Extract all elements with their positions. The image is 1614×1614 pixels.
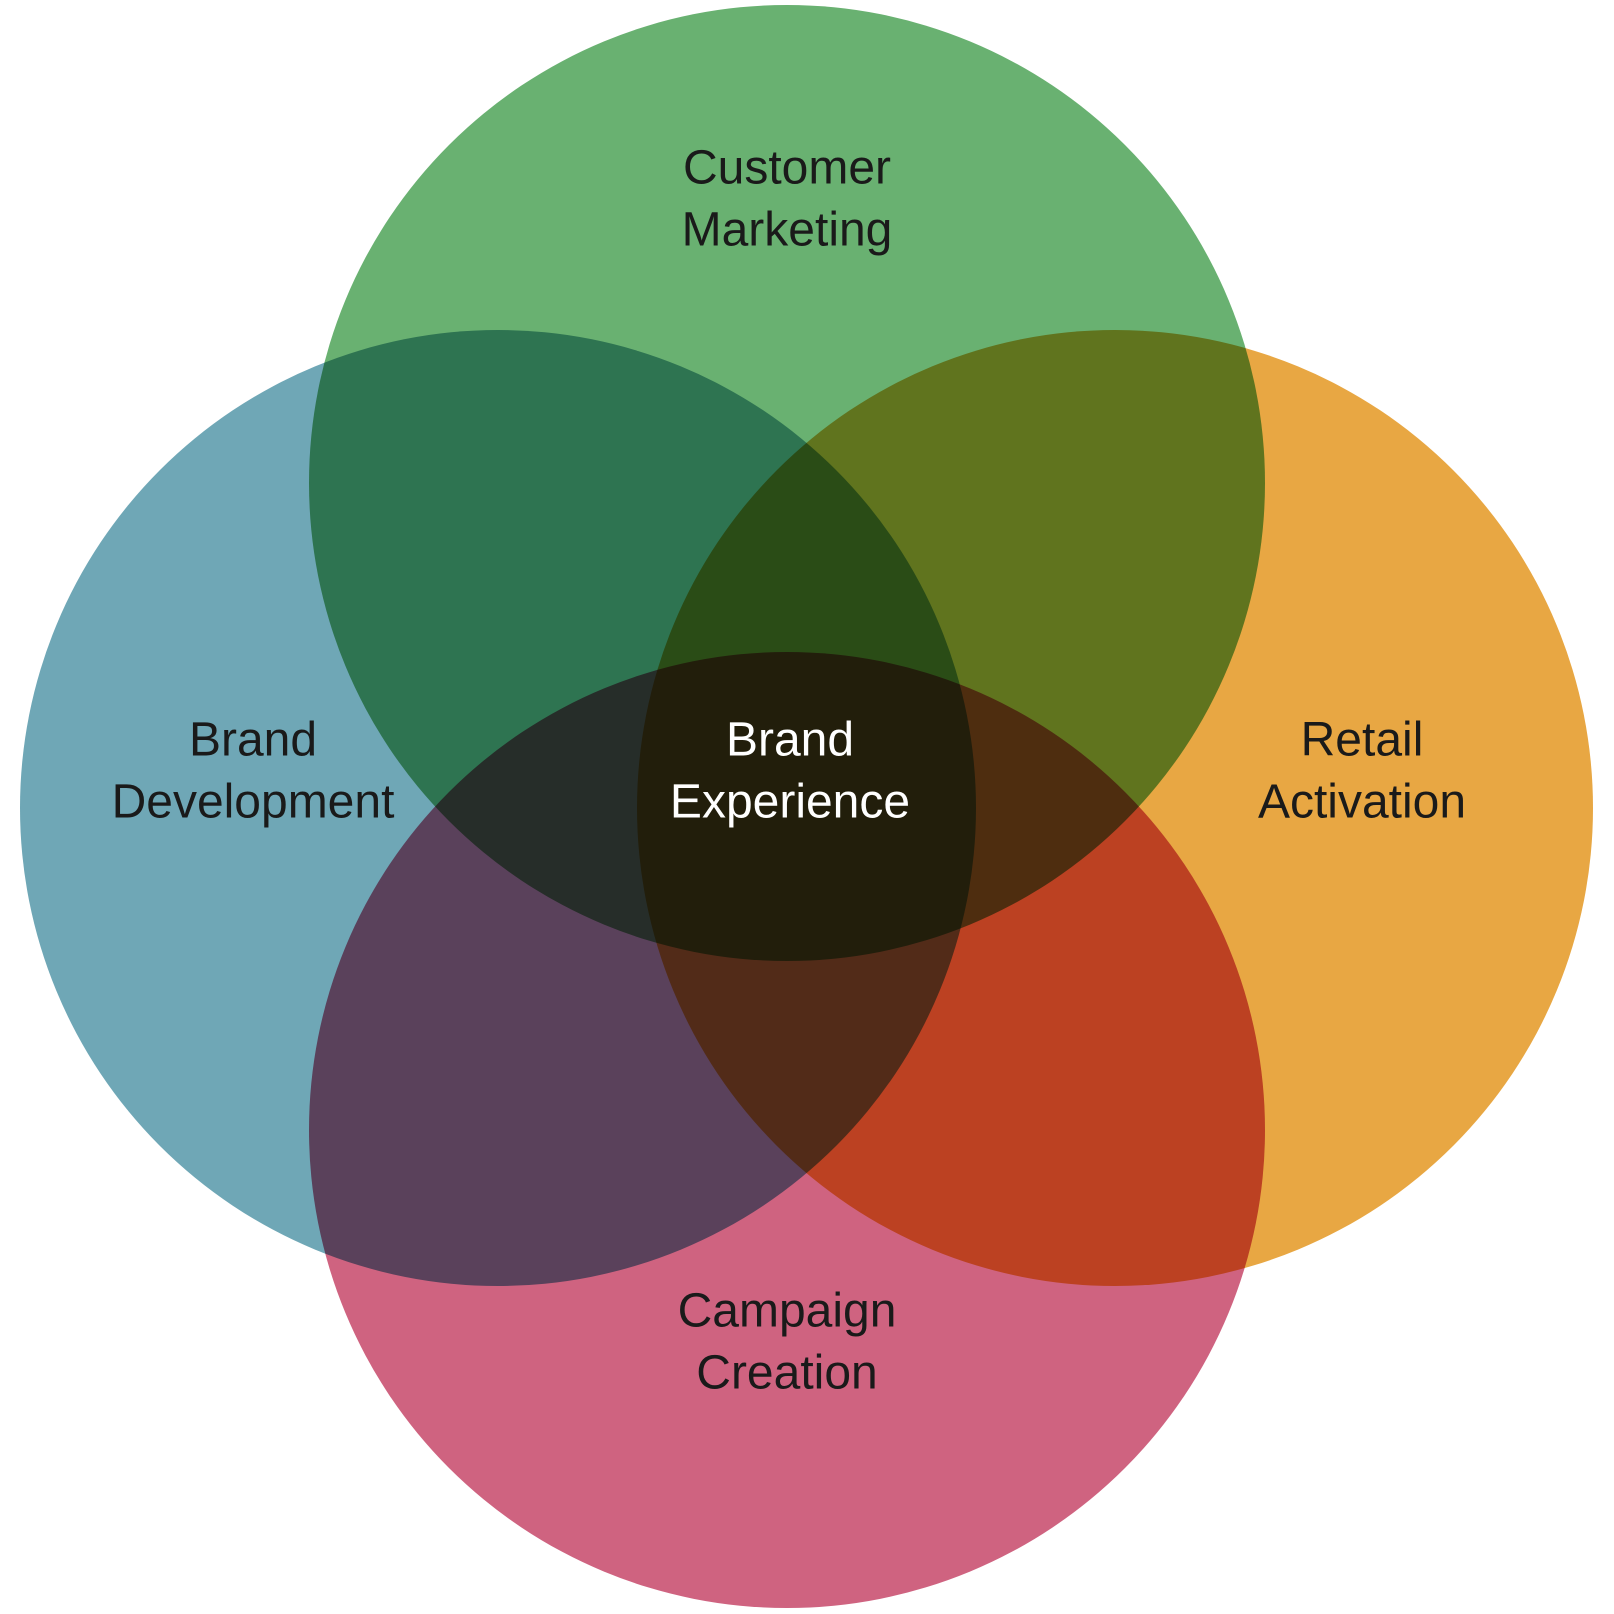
- venn-circle-bottom: [309, 652, 1265, 1608]
- label-customer-marketing: Customer Marketing: [681, 141, 893, 257]
- label-campaign-creation: Campaign Creation: [677, 1284, 897, 1400]
- label-retail-activation: Retail Activation: [1257, 713, 1467, 829]
- label-brand-development: Brand Development: [111, 713, 395, 829]
- label-brand-experience: Brand Experience: [669, 713, 911, 829]
